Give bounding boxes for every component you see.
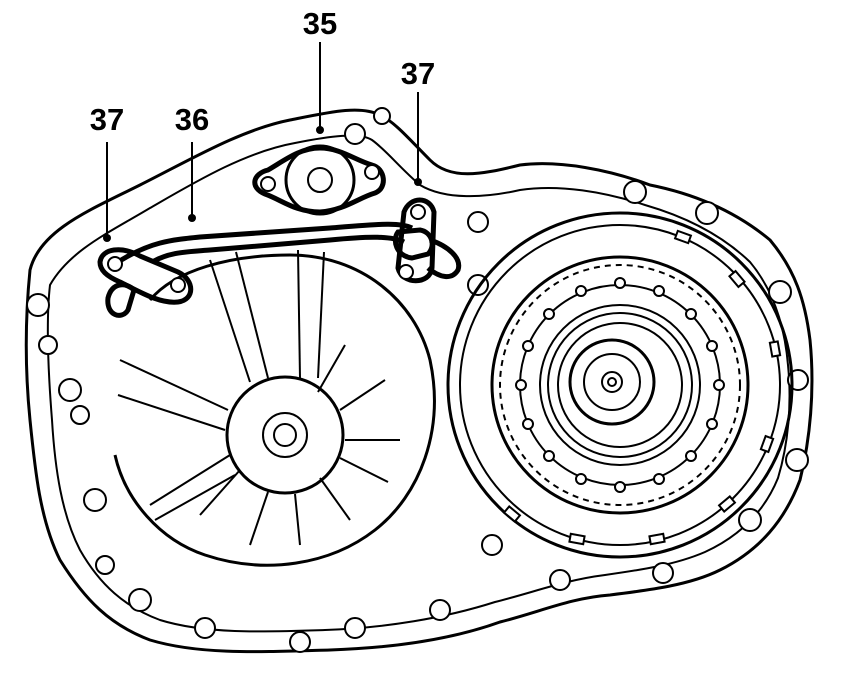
clutch-drum — [446, 211, 794, 559]
part-37-right-bracket — [392, 197, 437, 284]
callout-37-right: 37 — [400, 56, 436, 91]
callout-36: 36 — [174, 102, 210, 137]
callout-35: 35 — [302, 6, 338, 41]
part-36-oil-pipe — [116, 221, 462, 279]
drum-teeth — [502, 229, 782, 546]
leader-lines — [103, 42, 422, 242]
drum-hole-ring — [515, 277, 725, 493]
perimeter-bolt-holes — [26, 107, 809, 653]
callout-37-left: 37 — [89, 102, 125, 137]
part-37-left-bracket — [97, 247, 194, 318]
left-gear — [113, 249, 436, 567]
housing-outline — [24, 108, 814, 654]
housing-inner-outline — [46, 134, 791, 633]
part-35-flange-cover — [252, 144, 386, 216]
